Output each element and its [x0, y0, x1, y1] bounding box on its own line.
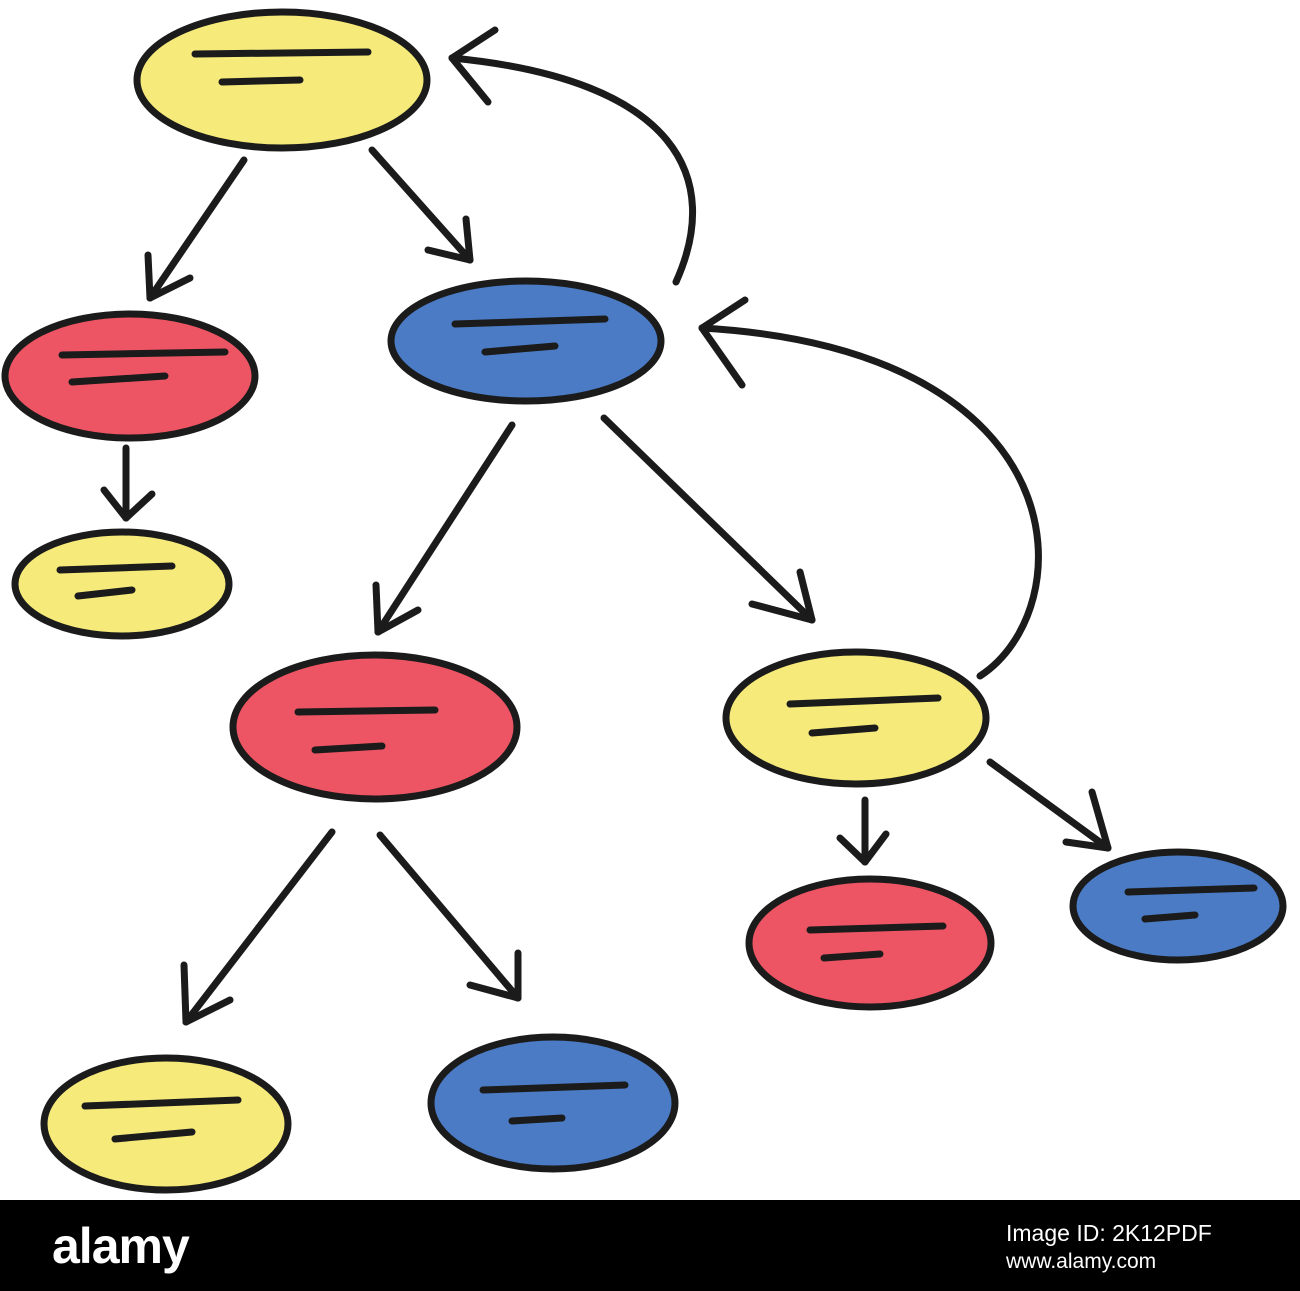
- image-url: www.alamy.com: [1006, 1250, 1157, 1273]
- node-n10: [1069, 848, 1287, 964]
- node-n2: [1, 310, 259, 442]
- arrow-n1-to-n3: [368, 146, 474, 264]
- arrow-n6-to-n10: [986, 758, 1112, 852]
- arrow-n5-to-n8: [376, 831, 522, 1002]
- feedback-arrow-n3-to-n1: [448, 26, 697, 286]
- arrow-n2-to-n4: [100, 444, 156, 522]
- feedback-arrow-n6-to-n3: [698, 296, 1042, 680]
- arrow-n3-to-n6: [600, 414, 816, 624]
- arrow-n5-to-n7: [180, 828, 336, 1026]
- node-n4: [11, 528, 233, 640]
- node-n7: [40, 1054, 292, 1194]
- alamy-logo: alamy: [52, 1218, 190, 1274]
- node-n5: [229, 651, 521, 803]
- arrow-n3-to-n5: [372, 421, 516, 636]
- arrow-n6-to-n9: [836, 796, 890, 866]
- flowchart-diagram: [1, 8, 1287, 1194]
- watermark-footer: alamy Image ID: 2K12PDF www.alamy.com: [0, 1200, 1300, 1291]
- node-n3: [387, 277, 665, 405]
- arrow-n1-to-n2: [144, 156, 248, 302]
- node-n8: [427, 1033, 679, 1173]
- node-n1: [133, 8, 431, 152]
- image-id: Image ID: 2K12PDF: [1006, 1220, 1212, 1246]
- node-n6: [722, 648, 990, 788]
- node-n9: [745, 875, 995, 1011]
